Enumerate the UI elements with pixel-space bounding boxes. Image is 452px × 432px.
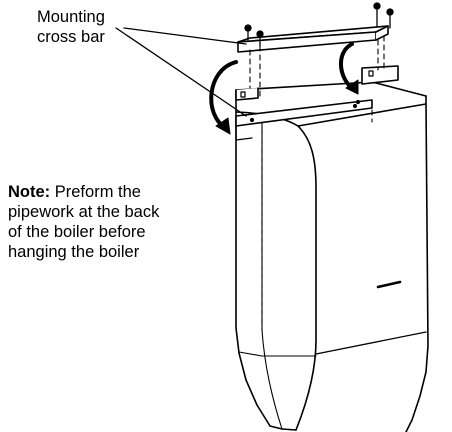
cabinet-front-left-edge [295,125,317,431]
callout-line-1: Mounting [37,8,105,26]
cabinet-left-side [235,89,283,430]
screw [244,24,252,41]
note-heading: Note: [8,183,51,201]
installation-note: Note: Preform the pipework at the back o… [8,182,228,262]
leader-line-upper [123,27,247,45]
boiler-cabinet [235,81,429,432]
mounting-cross-bar-label: Mounting cross bar [37,7,105,47]
bracket-plate-lower [235,125,253,141]
bracket-fixing-hole [355,99,361,105]
bracket-fixing-hole [249,117,255,123]
bracket-plate [235,99,373,127]
bracket-left-slot [240,91,246,98]
hanging-bracket [235,65,399,141]
cabinet-lower-seam-side [238,351,317,357]
note-line-3: of the boiler before [8,223,146,241]
bracket-left-lug [235,87,259,101]
cabinet-side-crease [261,113,283,430]
alignment-lines [249,35,385,331]
bracket-right-slot [368,70,374,77]
note-line-2: pipework at the back [8,203,160,221]
rotation-arrow-left-head [215,117,231,135]
leader-line-lower [115,27,247,117]
bracket-right-lug [361,65,399,85]
screw [256,30,264,47]
bracket-fixing-hole [352,103,358,109]
callout-line-2: cross bar [37,28,105,46]
fixing-screws [244,2,394,47]
mounting-cross-bar [237,25,389,53]
control-slot [376,280,402,289]
cabinet-base [281,428,297,431]
note-line-4: hanging the boiler [8,243,140,261]
cabinet-top-rim [235,81,427,97]
cabinet-lower-seam [315,331,427,355]
note-line-1: Note: Preform the [8,182,228,202]
cross-bar-end [375,25,389,41]
screw [373,2,381,27]
cabinet-front-face [297,103,429,432]
rotation-arrow-right-head [345,79,359,95]
callout-leaders [115,27,247,117]
note-line-1-text: Preform the [50,183,141,201]
screw [386,8,394,29]
